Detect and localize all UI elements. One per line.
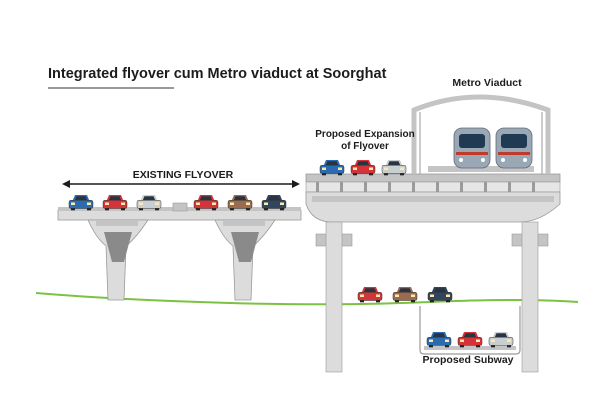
column-left: [325, 221, 343, 373]
vehicles: [68, 160, 514, 348]
car-icon: [350, 160, 376, 176]
existing-flyover-deck: [57, 209, 302, 221]
car-icon: [381, 160, 407, 176]
expansion-deck-railing: [305, 181, 561, 193]
proposed-subway-label: Proposed Subway: [422, 354, 513, 366]
metro-train-icon: [453, 127, 491, 169]
proposed-expansion-label-2: of Flyover: [341, 141, 389, 152]
car-icon: [357, 287, 383, 303]
car-icon: [457, 332, 483, 348]
existing-flyover: [57, 202, 302, 301]
car-icon: [136, 195, 162, 211]
railing-posts: [316, 182, 535, 192]
expansion-joint: [172, 202, 188, 212]
pier-right-cap: [223, 220, 265, 226]
car-icon: [427, 287, 453, 303]
car-icon: [102, 195, 128, 211]
pier-left-cap: [96, 220, 138, 226]
pier-right-shade: [231, 232, 259, 262]
pier-left-shade: [104, 232, 132, 262]
car-icon: [261, 195, 287, 211]
existing-flyover-label: EXISTING FLYOVER: [133, 169, 234, 181]
car-icon: [426, 332, 452, 348]
expansion-girder-band: [312, 196, 554, 202]
proposed-expansion-label-1: Proposed Expansion: [315, 129, 414, 140]
car-icon: [392, 287, 418, 303]
double-arrow-icon: [62, 180, 300, 188]
expansion-deck-top: [305, 173, 561, 183]
car-icon: [319, 160, 345, 176]
car-icon: [68, 195, 94, 211]
metro-viaduct-frame: [411, 94, 551, 174]
subway-box: [419, 306, 521, 355]
car-icon: [193, 195, 219, 211]
expansion-structure: [305, 173, 561, 373]
metro-viaduct-label: Metro Viaduct: [452, 77, 522, 89]
column-right: [521, 221, 539, 373]
metro-train-icon: [495, 127, 533, 169]
diagram-title: Integrated flyover cum Metro viaduct at …: [48, 66, 387, 82]
car-icon: [227, 195, 253, 211]
car-icon: [488, 332, 514, 348]
